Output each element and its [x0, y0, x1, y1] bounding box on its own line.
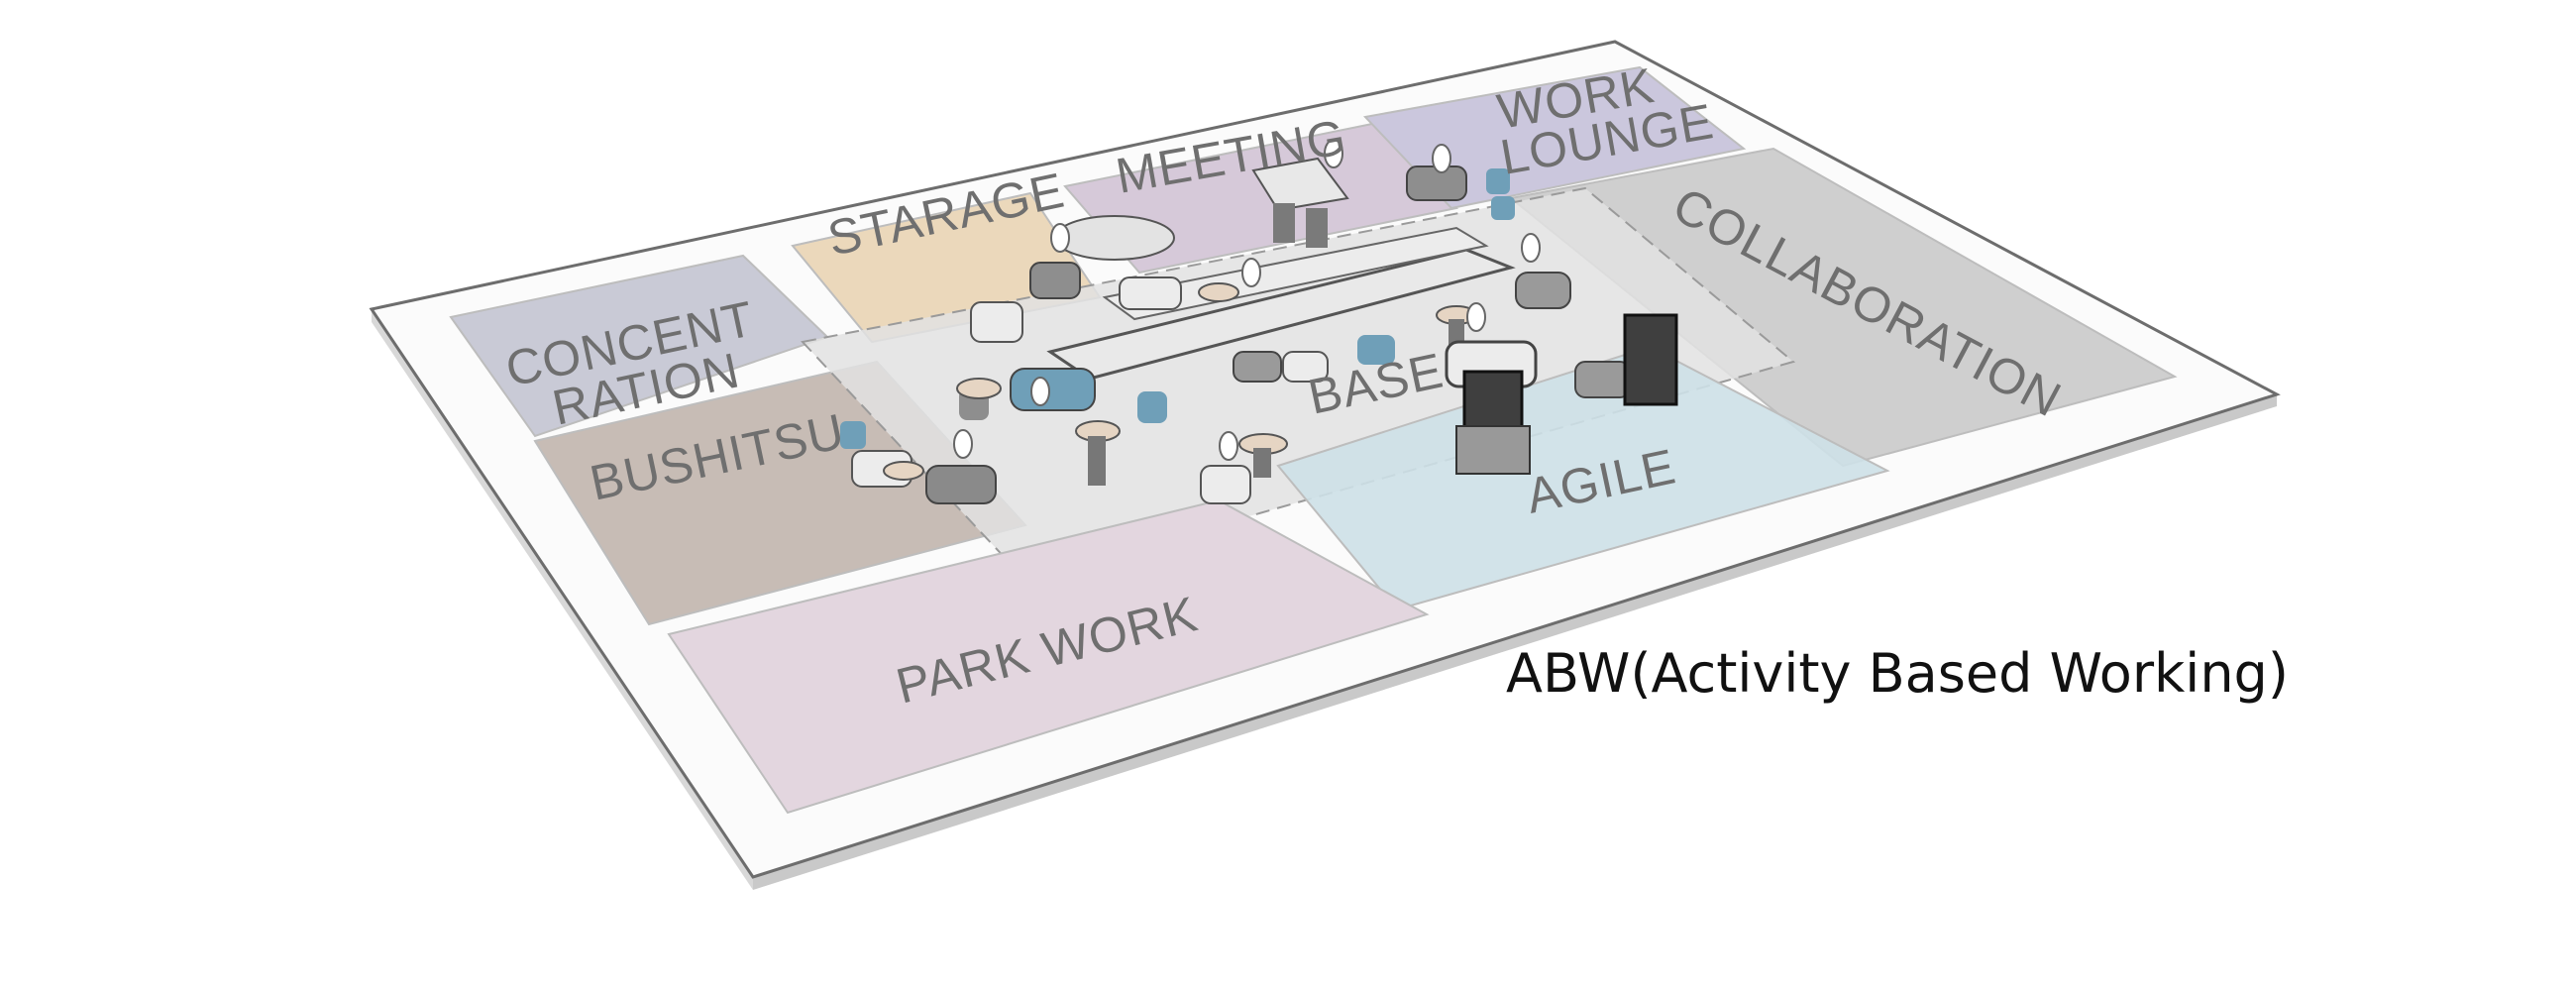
sofa	[925, 465, 997, 504]
person	[953, 429, 973, 459]
furniture	[840, 139, 1678, 504]
side-table-leg	[1253, 448, 1271, 478]
floor-slab-front	[753, 394, 2277, 890]
sofa-blue	[1010, 368, 1096, 411]
zone-park-work	[667, 498, 1430, 815]
stool-blue	[1357, 335, 1395, 365]
agile-screen	[1623, 313, 1678, 406]
person	[1432, 144, 1451, 173]
diagram-caption: ABW(Activity Based Working)	[1506, 642, 2289, 705]
person	[1521, 233, 1541, 263]
sofa	[1515, 272, 1571, 309]
person	[1324, 139, 1343, 168]
agile-screen-stand	[1455, 425, 1531, 475]
person	[1466, 302, 1486, 332]
sofa	[1200, 465, 1251, 504]
sofa	[970, 301, 1023, 343]
meeting-table-leg	[1273, 203, 1295, 243]
sofa	[1029, 262, 1081, 299]
meeting-table-leg	[1306, 208, 1328, 248]
side-table	[956, 378, 1002, 399]
floor-slab-side	[372, 309, 753, 890]
stool-blue	[840, 421, 866, 449]
starage-table	[1054, 215, 1175, 261]
sofa	[1574, 361, 1631, 398]
side-table-leg	[1088, 436, 1106, 486]
person	[1050, 223, 1070, 253]
person	[1219, 431, 1238, 461]
sofa	[1282, 351, 1329, 383]
stool-blue	[1486, 168, 1510, 194]
stool-blue	[1491, 196, 1515, 220]
stool-blue	[1137, 391, 1167, 423]
sofa	[1233, 351, 1282, 383]
side-table	[883, 461, 924, 481]
person	[1241, 258, 1261, 287]
meeting-table	[1251, 157, 1349, 212]
side-table	[1198, 282, 1239, 302]
person	[1030, 377, 1050, 406]
sofa	[1406, 165, 1467, 201]
sofa	[1119, 276, 1182, 310]
